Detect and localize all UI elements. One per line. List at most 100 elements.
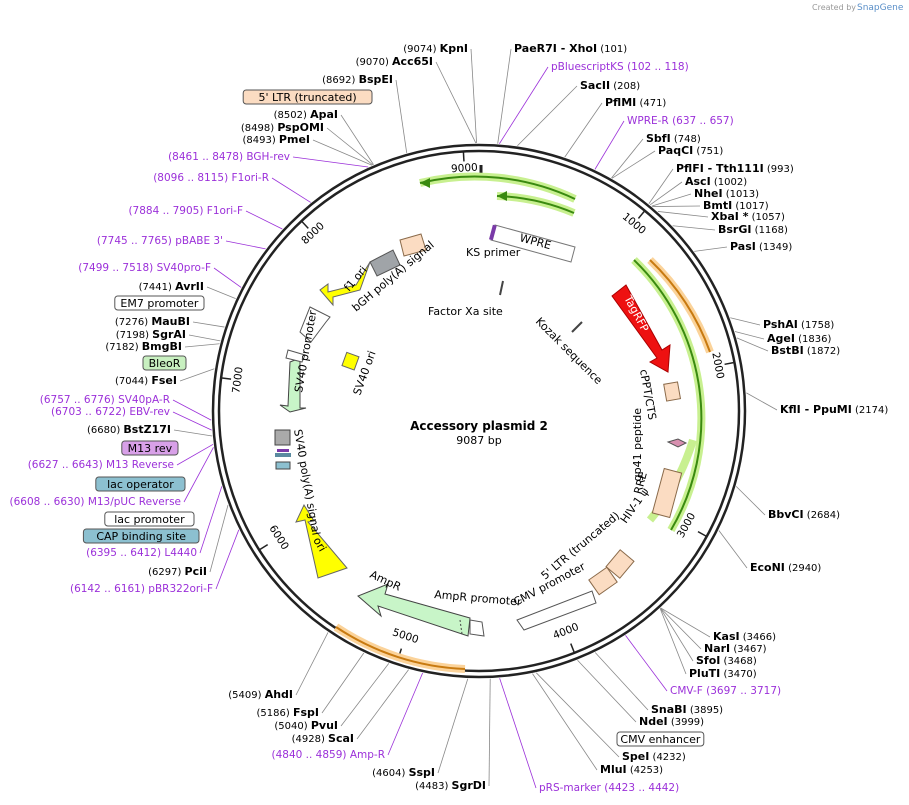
primer-label: (6627 .. 6643) M13 Reverse bbox=[28, 459, 174, 471]
orange-arc-2 bbox=[335, 626, 466, 670]
primer-name: WPRE-R bbox=[627, 115, 672, 127]
enzyme-position: (208) bbox=[610, 81, 640, 92]
enzyme-name: SgrAI bbox=[152, 328, 186, 341]
enzyme-position: (5040) bbox=[274, 721, 310, 732]
enzyme-label: (7441) AvrII bbox=[139, 280, 204, 293]
leader-line bbox=[176, 443, 214, 466]
leader-line bbox=[292, 156, 369, 168]
leader-line bbox=[532, 673, 598, 771]
enzyme-label: (7044) FseI bbox=[115, 374, 177, 387]
primer-range: (6142 .. 6161) bbox=[70, 583, 148, 595]
leader-line bbox=[435, 61, 477, 144]
enzyme-name: BspEI bbox=[359, 73, 393, 86]
enzyme-label: PasI (1349) bbox=[730, 240, 792, 253]
leader-line bbox=[651, 193, 692, 207]
enzyme-position: (1057) bbox=[748, 212, 785, 223]
primer-range: (8096 .. 8115) bbox=[153, 172, 231, 184]
enzyme-position: (7182) bbox=[105, 342, 141, 353]
enzyme-label: (9074) KpnI bbox=[403, 42, 468, 55]
enzyme-position: (1017) bbox=[732, 201, 769, 212]
primer-range: (7499 .. 7518) bbox=[78, 262, 156, 274]
leader-line bbox=[312, 139, 373, 166]
enzyme-label: KasI (3466) bbox=[713, 630, 776, 643]
tagrfp-arrow bbox=[611, 284, 671, 373]
enzyme-label: (4483) SgrDI bbox=[415, 779, 486, 792]
leader-line bbox=[173, 429, 213, 437]
leader-line bbox=[594, 120, 625, 170]
feature-box-label: 5' LTR (truncated) bbox=[242, 89, 373, 105]
enzyme-label: SpeI (4232) bbox=[622, 750, 686, 763]
primer-name: Amp-R bbox=[350, 749, 385, 761]
enzyme-position: (3466) bbox=[740, 632, 777, 643]
enzyme-label: PluTI (3470) bbox=[689, 667, 757, 680]
primer-label: (7745 .. 7765) pBABE 3' bbox=[97, 235, 223, 247]
primer-range: (7884 .. 7905) bbox=[128, 205, 206, 217]
enzyme-position: (4604) bbox=[372, 768, 408, 779]
enzyme-position: (2940) bbox=[785, 563, 822, 574]
tick-label: 2000 bbox=[709, 351, 726, 380]
enzyme-position: (7198) bbox=[116, 330, 152, 341]
leader-line bbox=[730, 317, 761, 326]
primer-name: F1ori-F bbox=[207, 205, 243, 217]
enzyme-name: AscI bbox=[685, 175, 711, 188]
enzyme-name-alt: - PpuMI bbox=[801, 403, 852, 416]
enzyme-position: (3470) bbox=[720, 669, 757, 680]
enzyme-name: SfoI bbox=[696, 654, 720, 667]
enzyme-name: PaeR7I bbox=[514, 42, 557, 55]
leader-line bbox=[213, 267, 242, 288]
enzyme-position: (8498) bbox=[241, 123, 277, 134]
sv40-polya-box bbox=[274, 429, 291, 446]
enzyme-position: (9070) bbox=[356, 57, 392, 68]
primer-label: (6608 .. 6630) M13/pUC Reverse bbox=[9, 496, 181, 508]
primer-range: (6608 .. 6630) bbox=[9, 496, 87, 508]
primer-range: (6757 .. 6776) bbox=[40, 394, 118, 406]
primer-range: (6395 .. 6412) bbox=[86, 547, 164, 559]
enzyme-position: (4253) bbox=[627, 765, 664, 776]
enzyme-label: (8498) PspOMI bbox=[241, 121, 324, 134]
feature-ori: ori bbox=[310, 535, 328, 554]
enzyme-name: PaqCI bbox=[658, 144, 693, 157]
leader-line bbox=[470, 48, 477, 144]
feature-box-text: lac promoter bbox=[114, 513, 185, 526]
tick-label: 6000 bbox=[266, 523, 290, 552]
enzyme-label: AscI (1002) bbox=[685, 175, 747, 188]
feature-box-label: lac promoter bbox=[104, 511, 195, 527]
leader-line bbox=[225, 240, 266, 250]
leader-line bbox=[694, 246, 728, 252]
enzyme-name: PspOMI bbox=[277, 121, 324, 134]
enzyme-label: NheI (1013) bbox=[694, 187, 759, 200]
primer-range: (6627 .. 6643) bbox=[28, 459, 106, 471]
bleo-shape bbox=[299, 306, 331, 343]
primer-range: (6703 .. 6722) bbox=[51, 406, 129, 418]
feature-ks-primer: KS primer bbox=[466, 246, 521, 259]
cmv-promoter-arrow bbox=[516, 590, 597, 631]
primer-name: pBR322ori-F bbox=[148, 583, 213, 595]
primer-name: EBV-rev bbox=[129, 406, 170, 418]
enzyme-label: BbvCI (2684) bbox=[768, 508, 840, 521]
enzyme-position: (3999) bbox=[668, 717, 705, 728]
enzyme-label: (7276) MauBI bbox=[115, 315, 190, 328]
enzyme-name: EcoNI bbox=[750, 561, 785, 574]
enzyme-name-alt: - Tth111I bbox=[704, 162, 764, 175]
leader-line bbox=[652, 205, 701, 207]
leader-line bbox=[437, 678, 469, 774]
leader-line bbox=[660, 607, 702, 650]
primer-range: (3697 .. 3717) bbox=[706, 685, 781, 697]
primer-range: (4840 .. 4859) bbox=[272, 749, 350, 761]
leader-line bbox=[199, 486, 223, 554]
enzyme-position: (7441) bbox=[139, 282, 175, 293]
ltr-box bbox=[588, 566, 618, 596]
feature-box bbox=[616, 731, 705, 747]
enzyme-label: NarI (3467) bbox=[704, 642, 767, 655]
enzyme-label: SnaBI (3895) bbox=[651, 703, 723, 716]
leader-line bbox=[672, 225, 716, 231]
enzyme-label: PaeR7I - XhoI (101) bbox=[514, 42, 627, 55]
feature-box-text: CMV enhancer bbox=[620, 733, 700, 746]
leader-line bbox=[188, 334, 221, 342]
wpre2-arc-glow bbox=[496, 192, 576, 217]
enzyme-name: FspI bbox=[293, 706, 319, 719]
primer-range: (4423 .. 4442) bbox=[604, 782, 679, 794]
leader-line bbox=[184, 343, 220, 348]
enzyme-name: KpnI bbox=[440, 42, 468, 55]
